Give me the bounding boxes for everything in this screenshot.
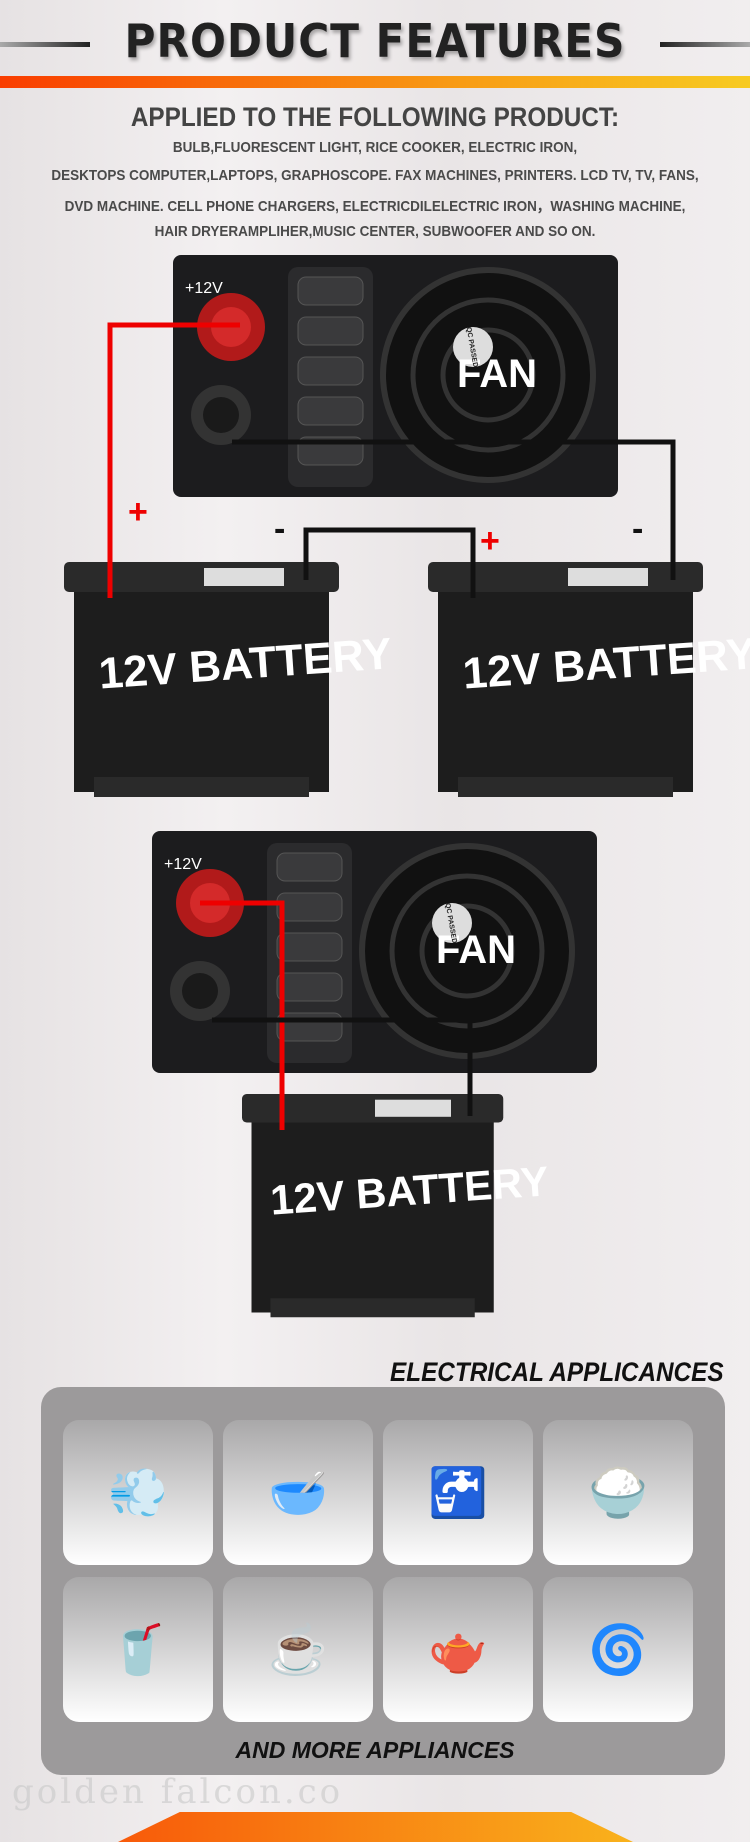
appliance-electric-kettle: 🫖 bbox=[383, 1577, 533, 1722]
page-title: PRODUCT FEATURES bbox=[124, 14, 626, 68]
appliance-coffee-machine: ☕ bbox=[223, 1577, 373, 1722]
appliance-stand-mixer: 🥣 bbox=[223, 1420, 373, 1565]
applied-heading: APPLIED TO THE FOLLOWING PRODUCT: bbox=[130, 102, 620, 132]
applied-line: HAIR DRYERAMPLIHER,MUSIC CENTER, SUBWOOF… bbox=[154, 223, 596, 240]
applied-line: BULB,FLUORESCENT LIGHT, RICE COOKER, ELE… bbox=[172, 139, 578, 156]
appliance-panel: 💨 🥣 🚰 🍚 🥤 ☕ 🫖 🌀 bbox=[41, 1387, 725, 1775]
battery-3: 12V BATTERY bbox=[242, 1094, 550, 1318]
inverter-2: +12V FAN QC PASSED bbox=[152, 831, 597, 1073]
appliance-hair-dryer: 💨 bbox=[63, 1420, 213, 1565]
plus-sign: + bbox=[480, 522, 500, 560]
fan-label: FAN bbox=[436, 928, 516, 972]
plus-sign: + bbox=[128, 493, 148, 531]
appliance-standing-fan: 🌀 bbox=[543, 1577, 693, 1722]
battery-2: 12V BATTERY bbox=[428, 562, 750, 797]
appliance-blender: 🥤 bbox=[63, 1577, 213, 1722]
battery-1: 12V BATTERY bbox=[64, 562, 393, 797]
wires bbox=[107, 322, 676, 1130]
minus-sign: - bbox=[632, 510, 643, 548]
appliance-water-dispenser: 🚰 bbox=[383, 1420, 533, 1565]
appliance-rice-cooker: 🍚 bbox=[543, 1420, 693, 1565]
title-dash-right bbox=[660, 42, 750, 47]
appliances-footer: AND MORE APPLIANCES bbox=[235, 1737, 515, 1763]
minus-sign: - bbox=[274, 510, 285, 548]
applied-line: DVD MACHINE. CELL PHONE CHARGERS, ELECTR… bbox=[64, 198, 686, 215]
fan-label: FAN bbox=[457, 352, 537, 396]
inverter-1: +12V FAN QC PASSED bbox=[173, 255, 618, 497]
bottom-orange-tab bbox=[118, 1812, 633, 1842]
terminal-label: +12V bbox=[164, 856, 202, 873]
wiring-diagram: +12V FAN QC PASSED 12V BATTERY 12V BATTE… bbox=[64, 250, 750, 1318]
applied-line: DESKTOPS COMPUTER,LAPTOPS, GRAPHOSCOPE. … bbox=[51, 167, 699, 184]
title-dash-left bbox=[0, 42, 90, 47]
accent-bar bbox=[0, 76, 750, 88]
watermark: golden falcon.co bbox=[12, 1772, 344, 1812]
appliances-heading: ELECTRICAL APPLICANCES bbox=[390, 1357, 724, 1387]
terminal-label: +12V bbox=[185, 280, 223, 297]
